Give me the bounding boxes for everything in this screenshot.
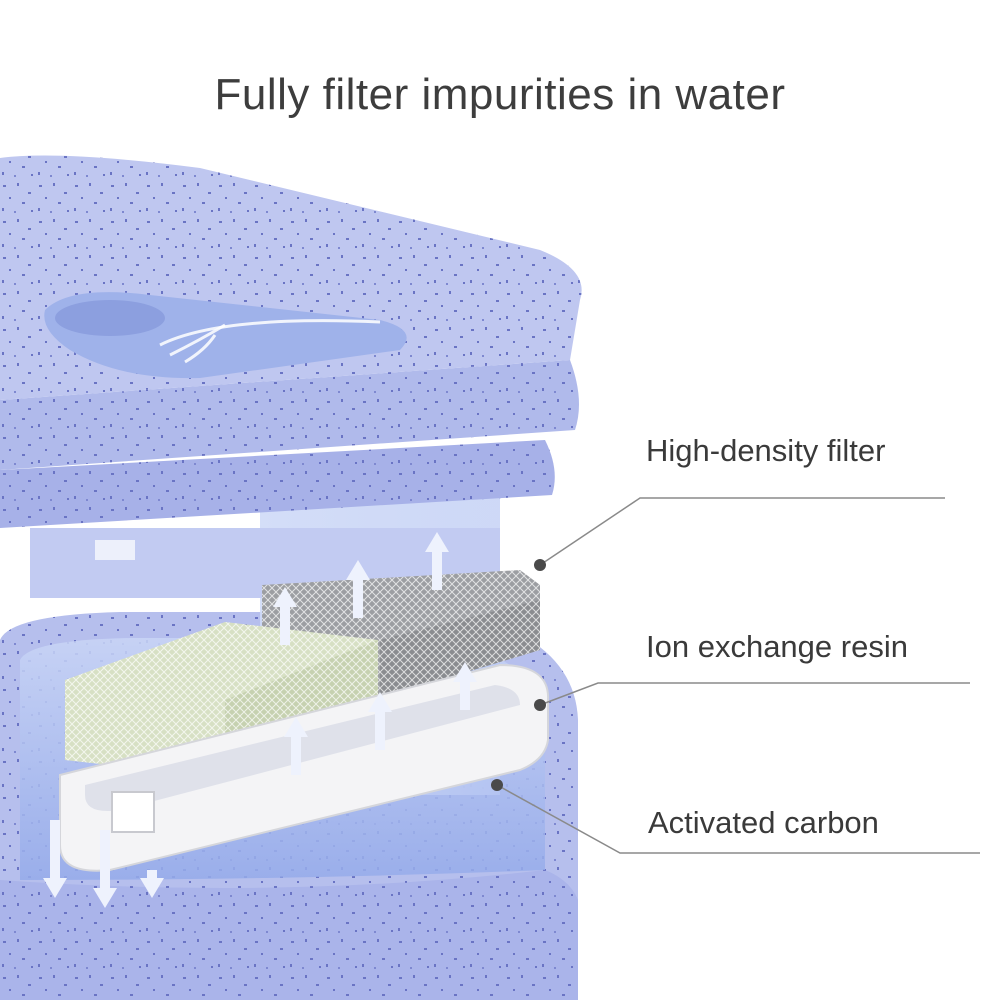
label-ion-exchange-resin: Ion exchange resin xyxy=(646,629,908,664)
up-arrow-icon xyxy=(273,532,477,775)
label-high-density-filter: High-density filter xyxy=(646,433,886,468)
callout-dot-icon xyxy=(491,559,546,791)
upper-lid xyxy=(0,155,582,598)
down-arrow-icon xyxy=(43,820,164,908)
leader-lines xyxy=(496,497,980,854)
page-title: Fully filter impurities in water xyxy=(214,70,786,119)
filter-tray xyxy=(59,663,550,872)
label-activated-carbon: Activated carbon xyxy=(648,805,879,840)
